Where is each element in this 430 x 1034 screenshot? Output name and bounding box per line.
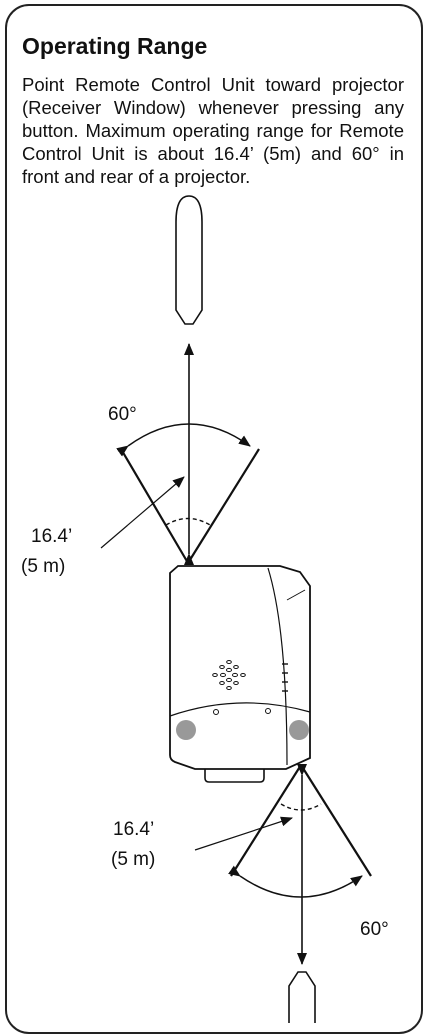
projector-illustration bbox=[169, 565, 311, 783]
remote-control-icon bbox=[288, 971, 316, 1023]
speaker-grille-icon bbox=[212, 660, 246, 690]
section-description: Point Remote Control Unit toward project… bbox=[22, 74, 404, 187]
content-panel bbox=[5, 4, 423, 1034]
rear-angle-label: 60° bbox=[360, 919, 389, 940]
section-title: Operating Range bbox=[22, 33, 208, 59]
receiver-window-front bbox=[176, 720, 196, 740]
rear-range-cone bbox=[194, 764, 372, 965]
front-range-cone bbox=[100, 343, 260, 565]
receiver-window-rear bbox=[289, 720, 309, 740]
rear-distance-metric: (5 m) bbox=[111, 849, 155, 870]
front-angle-label: 60° bbox=[108, 404, 137, 425]
rear-distance-label: 16.4’ bbox=[113, 819, 154, 840]
remote-control-icon bbox=[175, 195, 203, 325]
indicator-lamps-icon bbox=[282, 663, 288, 692]
front-distance-metric: (5 m) bbox=[21, 556, 65, 577]
front-distance-label: 16.4’ bbox=[31, 526, 72, 547]
